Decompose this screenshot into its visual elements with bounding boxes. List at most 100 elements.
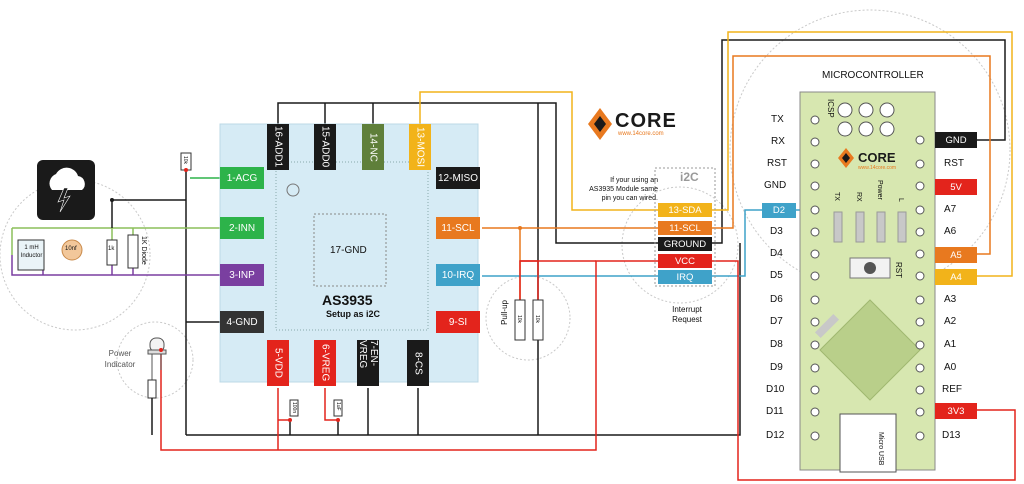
pullup-r1-label: 10k bbox=[516, 315, 522, 324]
module-outline bbox=[654, 167, 716, 287]
power-led bbox=[147, 337, 167, 435]
nano-logo-url: www.14core.com bbox=[858, 165, 897, 171]
module-pin-vcc: VCC bbox=[658, 254, 712, 268]
chip-pin-vdd: 5-VDD bbox=[267, 340, 289, 386]
pullup-zoom-circle bbox=[485, 275, 571, 361]
module-pin-ground: GROUND bbox=[658, 237, 712, 251]
nano-pin-d12: D12 bbox=[766, 430, 785, 441]
chip-pin-vreg: 6-VREG bbox=[314, 340, 336, 386]
chip-pin-en-vreg: 7-EN-VREG bbox=[357, 340, 379, 386]
cap-vdd-label: 100n bbox=[291, 402, 297, 414]
chip-pin-irq: 10-IRQ bbox=[436, 264, 480, 286]
nano-pin-d13: D13 bbox=[942, 430, 961, 441]
power-indicator-label: Power Indicator bbox=[104, 349, 136, 369]
chip-pin-inp: 3-INP bbox=[220, 264, 264, 286]
core-logo-url: www.14core.com bbox=[618, 131, 664, 137]
chip-pin-acg-label: 1-ACG bbox=[226, 172, 258, 184]
nano-pin-5v: 5V bbox=[935, 179, 977, 195]
chip-pin-scl: 11-SCL bbox=[436, 217, 480, 239]
chip-pin-en-vreg-label: 7-EN-VREG bbox=[357, 340, 379, 369]
chip-pin-add0-label: 15-ADD0 bbox=[319, 126, 331, 168]
chip-pin-si-label: 9-SI bbox=[448, 316, 468, 328]
nano-title: MICROCONTROLLER bbox=[822, 70, 924, 81]
chip-pin-nc-label: 14-NC bbox=[367, 132, 379, 162]
pullup-resistor-2 bbox=[532, 299, 544, 341]
nano-pin-a0: A0 bbox=[944, 362, 957, 373]
chip-pin-cs: 8-CS bbox=[407, 340, 429, 386]
pullup-label: Pull-up bbox=[500, 300, 509, 325]
chip-pin-inn: 2-INN bbox=[220, 217, 264, 239]
chip-pin-scl-label: 11-SCL bbox=[441, 222, 475, 234]
nano-pin-a1: A1 bbox=[944, 339, 957, 350]
nano-pin-d8: D8 bbox=[770, 339, 783, 350]
chip-pin-inp-label: 3-INP bbox=[229, 269, 255, 281]
chip-pin-irq-label: 10-IRQ bbox=[441, 269, 475, 281]
module-zoom-circle bbox=[621, 186, 739, 304]
cap-vreg-label: 1uF bbox=[335, 402, 341, 411]
resistor-1k-label: 1k bbox=[108, 246, 115, 252]
nano-pin-rst-right: RST bbox=[944, 158, 964, 169]
module-pin-sda-label: 13-SDA bbox=[668, 204, 702, 216]
chip-pin-vdd-label: 5-VDD bbox=[272, 347, 284, 378]
chip-pin-mosi: 13-MOSI bbox=[409, 124, 431, 170]
nano-pin-holes bbox=[810, 115, 925, 441]
nano-pin-d10: D10 bbox=[766, 384, 785, 395]
chip-pin-vreg-label: 6-VREG bbox=[319, 344, 331, 382]
chip-title: AS3935 bbox=[322, 292, 373, 308]
chip-pin-add1: 16-ADD1 bbox=[267, 124, 289, 170]
nano-pin-rx: RX bbox=[771, 136, 785, 147]
inductor bbox=[17, 239, 45, 271]
chip-subtitle: Setup as i2C bbox=[326, 309, 381, 319]
nano-pin-ref: REF bbox=[942, 384, 962, 395]
nano-rst-label: RST bbox=[894, 262, 903, 278]
chip-pin-si: 9-SI bbox=[436, 311, 480, 333]
chip-gnd-label: 17-GND bbox=[330, 245, 367, 256]
nano-pin-d7: D7 bbox=[770, 316, 783, 327]
chip-pin-inn-label: 2-INN bbox=[228, 222, 256, 234]
nano-board bbox=[799, 91, 936, 471]
core-logo-icon bbox=[588, 108, 612, 140]
nano-mcu-chip bbox=[819, 299, 921, 401]
module-pin-vcc-label: VCC bbox=[674, 255, 696, 267]
capacitor-label: 10nf bbox=[65, 246, 77, 252]
nano-pin-a5: A5 bbox=[935, 247, 977, 263]
chip-pin-gnd-label: 4-GND bbox=[226, 316, 258, 328]
chip-pin-add1-label: 16-ADD1 bbox=[272, 126, 284, 168]
nano-pin-tx: TX bbox=[771, 114, 784, 125]
nano-pin-a4-label: A4 bbox=[950, 271, 962, 283]
nano-pin-a5-label: A5 bbox=[950, 249, 962, 261]
nano-zoom-circle bbox=[729, 9, 1011, 291]
resistor-acg-label: 10k bbox=[182, 156, 188, 165]
nano-pin-a7: A7 bbox=[944, 204, 957, 215]
capacitor-vdd bbox=[289, 399, 299, 417]
nano-pin-3v3-label: 3V3 bbox=[947, 405, 965, 417]
nano-pin-d2: D2 bbox=[762, 203, 796, 218]
module-header: i2C bbox=[680, 170, 699, 184]
core-logo-text: CORE bbox=[615, 110, 677, 132]
nano-pin-a3: A3 bbox=[944, 294, 957, 305]
inductor-label: 1 mH Inductor bbox=[20, 245, 43, 259]
module-pin-ground-label: GROUND bbox=[663, 238, 707, 250]
chip-pin-mosi-label: 13-MOSI bbox=[414, 126, 426, 167]
led-zoom-circle bbox=[116, 321, 194, 399]
nano-pin-d2-label: D2 bbox=[772, 205, 786, 216]
pullup-r2-label: 10k bbox=[534, 315, 540, 324]
module-pin-irq: IRQ bbox=[658, 270, 712, 284]
resistor-1k bbox=[106, 239, 118, 266]
nano-pin-a2: A2 bbox=[944, 316, 957, 327]
chip-pin-cs-label: 8-CS bbox=[412, 351, 424, 375]
chip-pin-acg: 1-ACG bbox=[220, 167, 264, 189]
nano-usb-area bbox=[839, 413, 897, 473]
nano-pin-d6: D6 bbox=[770, 294, 783, 305]
module-pin-scl: 11-SCL bbox=[658, 221, 712, 235]
nano-led-tx: TX bbox=[833, 192, 840, 201]
nano-logo-text: CORE bbox=[858, 150, 896, 165]
nano-pin-d3: D3 bbox=[770, 226, 783, 237]
nano-pin-gnd-right-label: GND bbox=[945, 134, 967, 146]
nano-pin-gnd: GND bbox=[764, 180, 787, 191]
pullup-resistor-1 bbox=[514, 299, 526, 341]
nano-led-rx: RX bbox=[855, 192, 862, 202]
diode bbox=[127, 234, 139, 269]
module-pin-sda: 13-SDA bbox=[658, 203, 712, 217]
nano-led-l: L bbox=[897, 198, 904, 202]
